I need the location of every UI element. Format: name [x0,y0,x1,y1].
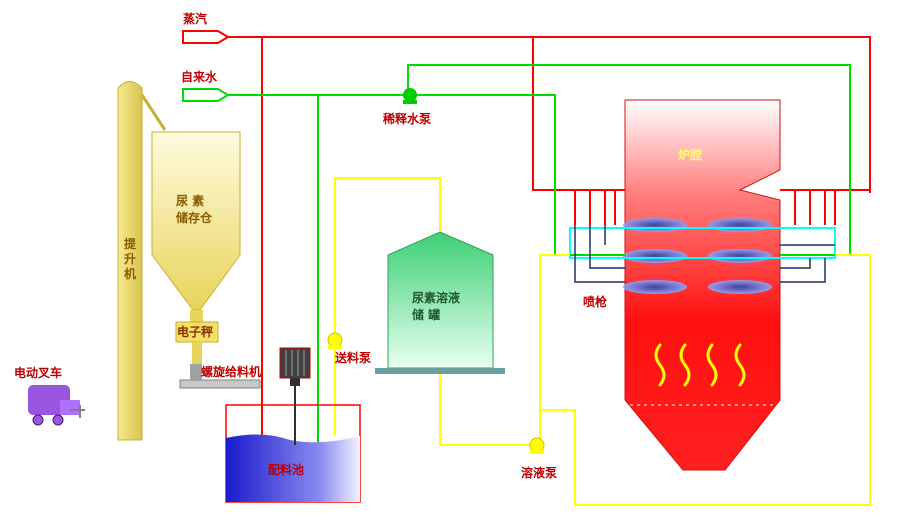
screw-feeder-label: 螺旋给料机 [201,365,262,379]
solution-pump-icon[interactable] [529,437,545,454]
mix-tank-label: 配料池 [268,463,305,477]
solution-tank-label: 尿素溶液 储 罐 [412,291,461,322]
solution-pipeline [334,177,871,506]
dilution-pump-label: 稀释水泵 [383,112,432,126]
steam-pipeline [218,36,871,500]
urea-bin-label: 尿 素 储存仓 [176,194,213,225]
forklift-icon [28,385,85,426]
elevator-label: 提 升 机 [123,237,136,281]
feed-pump-icon[interactable] [327,332,343,349]
tap-water-label: 自来水 [181,70,218,84]
elevator-chute [140,94,167,131]
solution-tank-base [375,368,505,374]
furnace-label: 炉膛 [678,148,703,162]
steam-label: 蒸汽 [183,12,208,26]
steam-inlet-arrow [182,30,230,44]
dilution-pump-icon[interactable] [403,88,417,104]
fire-icon [654,343,746,387]
screw-feeder [179,364,261,389]
feed-pump-label: 送料泵 [335,351,372,365]
forklift-label: 电动叉车 [14,366,63,380]
water-inlet-arrow [182,88,230,102]
mix-tank-liquid [226,434,360,502]
elevator-body [117,81,143,441]
nozzle-supply-lines [574,225,835,283]
urea-bin-neck [190,310,203,322]
nozzle-label: 喷枪 [583,295,608,309]
scale-outlet [192,342,202,364]
mixer-motor-icon [279,347,311,445]
solution-tank-body [387,231,494,369]
nozzle-frame [569,227,836,259]
scale-label: 电子秤 [177,325,214,339]
solution-pump-label: 溶液泵 [521,466,558,480]
